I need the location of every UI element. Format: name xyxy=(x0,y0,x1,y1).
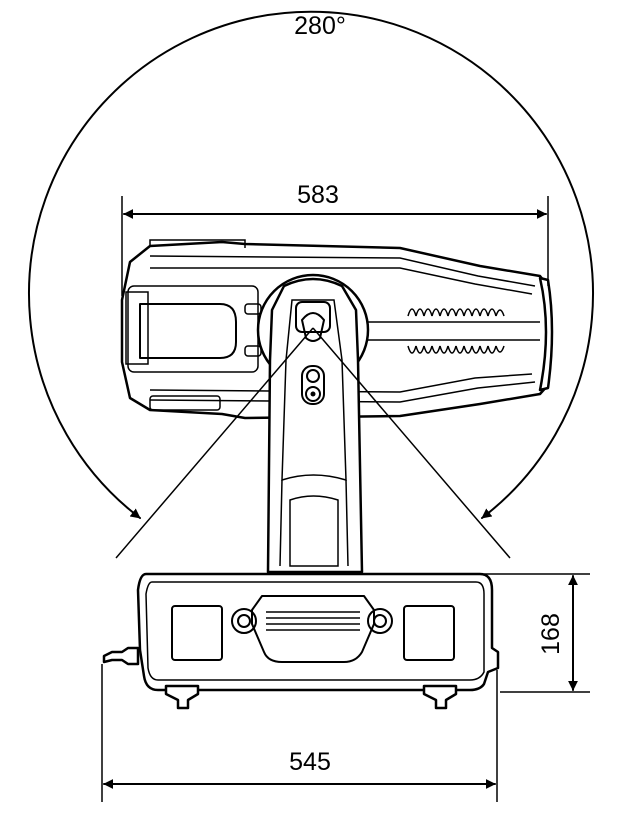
base-width-label: 545 xyxy=(289,748,331,776)
base-width-dimension xyxy=(101,664,498,802)
head-length-label: 583 xyxy=(297,181,339,209)
base-housing xyxy=(102,572,500,710)
base-height-dimension xyxy=(484,573,590,693)
base-height-label: 168 xyxy=(537,613,565,655)
rotation-arc xyxy=(28,10,594,519)
rotation-label: 280° xyxy=(294,12,346,40)
head-length-dimension xyxy=(121,196,549,296)
beam-lines xyxy=(115,327,511,559)
yoke-arm xyxy=(256,273,370,574)
